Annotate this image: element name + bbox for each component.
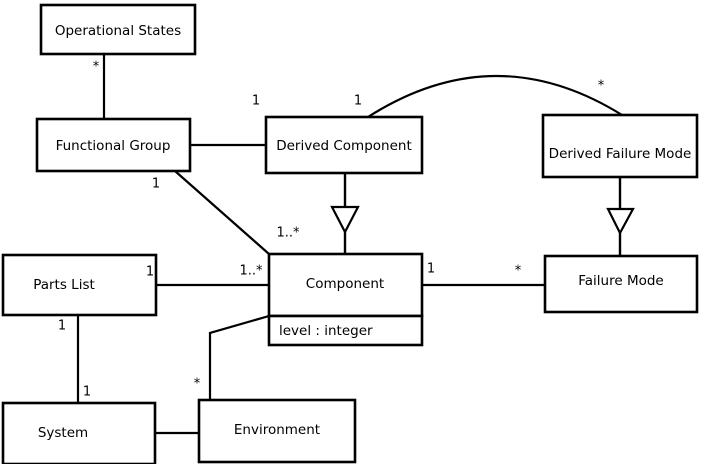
class-rect-parts-list[interactable]: [1, 253, 158, 317]
multiplicity-component-right: 1: [427, 262, 435, 277]
class-rect-derived-failure-mode[interactable]: [541, 113, 699, 179]
class-name-functional-group: Functional Group: [56, 138, 171, 154]
class-box-parts-list[interactable]: Parts List: [1, 253, 158, 317]
class-rect-environment[interactable]: [197, 398, 357, 464]
class-box-component[interactable]: Component level : integer: [267, 252, 424, 347]
assoc-environment-component[interactable]: [208, 314, 270, 400]
class-attribute-component-level: level : integer: [279, 323, 373, 339]
multiplicity-arc-right: *: [598, 79, 605, 94]
class-rect-functional-group[interactable]: [35, 117, 192, 173]
class-name-environment: Environment: [234, 422, 320, 438]
class-rect-component[interactable]: [267, 252, 424, 318]
multiplicity-failure-mode-left: *: [515, 264, 522, 279]
class-name-component: Component: [306, 276, 384, 292]
class-name-parts-list: Parts List: [33, 277, 95, 293]
class-name-operational-states: Operational States: [55, 23, 181, 39]
multiplicity-component-left: 1..*: [239, 264, 263, 279]
class-rect-system[interactable]: [1, 401, 157, 464]
multiplicity-operational-states: *: [93, 60, 100, 75]
class-box-derived-component[interactable]: Derived Component: [264, 115, 424, 175]
class-rect-failure-mode[interactable]: [543, 254, 699, 314]
multiplicity-system-top: 1: [83, 385, 91, 400]
class-name-derived-failure-mode: Derived Failure Mode: [549, 146, 692, 162]
class-name-system: System: [38, 425, 88, 441]
multiplicity-arc-left: 1: [354, 94, 362, 109]
class-attr-compartment-component[interactable]: [267, 314, 424, 347]
generalization-triangle-failure-mode: [606, 207, 635, 236]
assoc-functionalgroup-component[interactable]: [174, 170, 270, 255]
multiplicity-component-upper-left: 1..*: [276, 226, 300, 241]
assoc-derivedcomponent-derivedfailuremode[interactable]: [367, 74, 623, 118]
class-rect-derived-component[interactable]: [264, 115, 424, 175]
multiplicity-environment-top: *: [194, 377, 201, 392]
multiplicity-functional-group-bottom: 1: [152, 177, 160, 192]
class-rect-operational-states[interactable]: [39, 3, 197, 56]
multiplicity-parts-list-right: 1: [146, 265, 154, 280]
multiplicity-derived-component-left: 1: [252, 94, 260, 109]
class-box-environment[interactable]: Environment: [197, 398, 357, 464]
class-box-operational-states[interactable]: Operational States: [39, 3, 197, 56]
multiplicity-parts-list-bottom: 1: [58, 319, 66, 334]
class-name-failure-mode: Failure Mode: [578, 273, 664, 289]
class-box-derived-failure-mode[interactable]: Derived Failure Mode: [541, 113, 699, 179]
class-name-derived-component: Derived Component: [276, 138, 412, 154]
class-box-system[interactable]: System: [1, 401, 157, 464]
class-box-failure-mode[interactable]: Failure Mode: [543, 254, 699, 314]
class-box-functional-group[interactable]: Functional Group: [35, 117, 192, 173]
generalization-triangle-component: [330, 205, 360, 235]
